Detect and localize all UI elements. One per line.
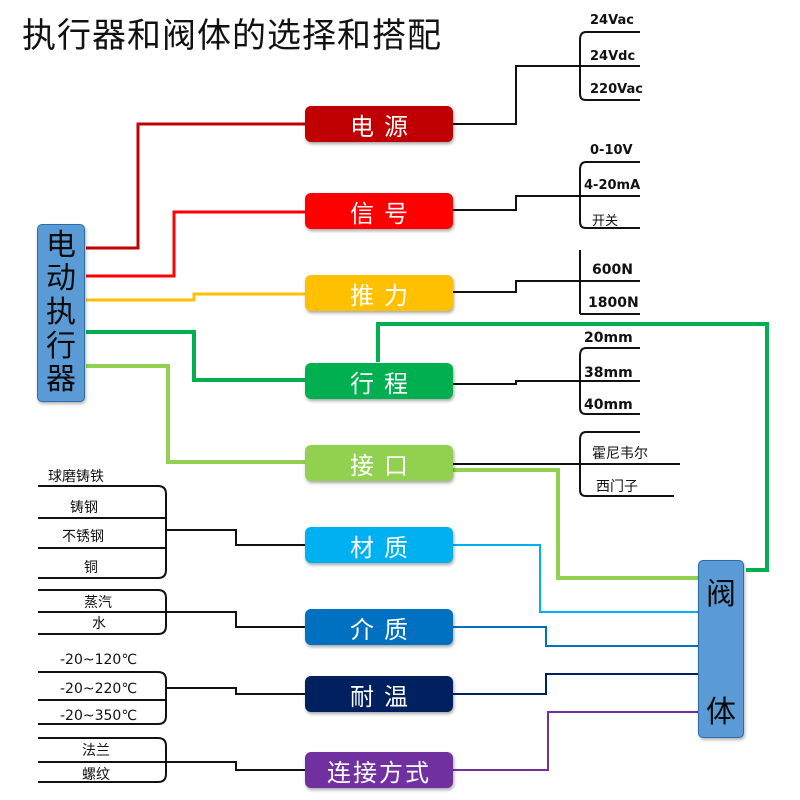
category-thrust: 推力 [305, 275, 453, 311]
bracket-power [452, 65, 580, 125]
bracket-interface-fork [579, 431, 680, 497]
option-stroke: 20mm [584, 330, 633, 346]
bracket-power-fork [579, 31, 640, 101]
wire-material-valve [452, 544, 698, 613]
bracket-medium-fork [38, 589, 167, 635]
wire-medium-valve [452, 626, 698, 647]
option-thrust: 600N [592, 262, 633, 278]
wire-actuator-signal [86, 210, 306, 278]
category-material: 材质 [305, 527, 453, 563]
option-signal: 开关 [592, 214, 619, 229]
wire-interface-valve [452, 468, 698, 580]
wire-actuator-power [86, 122, 306, 250]
option-thrust: 1800N [588, 295, 639, 311]
category-connection: 连接方式 [305, 752, 453, 788]
option-temperature: -20~120℃ [60, 652, 138, 668]
category-medium: 介质 [305, 609, 453, 645]
wire-actuator-stroke [86, 330, 306, 382]
option-medium: 水 [92, 616, 106, 632]
option-temperature: -20~220℃ [60, 681, 138, 697]
wire-connection-valve [452, 711, 698, 771]
option-signal: 4-20mA [584, 178, 641, 193]
option-interface: 霍尼韦尔 [592, 446, 648, 462]
wire-temperature-valve [452, 673, 698, 695]
option-signal: 0-10V [590, 143, 633, 158]
category-temperature: 耐温 [305, 676, 453, 712]
option-connection: 法兰 [82, 743, 110, 759]
valve-box: 阀 体 [698, 560, 744, 738]
option-temperature: -20~350℃ [60, 708, 138, 724]
page-title: 执行器和阀体的选择和搭配 [22, 16, 442, 56]
option-material: 铜 [84, 560, 98, 576]
bracket-signal-fork [579, 161, 640, 229]
bracket-thrust-fork [579, 250, 640, 315]
bracket-connection [166, 761, 306, 771]
category-stroke: 行程 [305, 363, 453, 399]
wire-stroke-valve [376, 322, 769, 572]
valve-char: 体 [706, 695, 736, 730]
valve-char: 阀 [706, 577, 736, 612]
bracket-medium [166, 611, 306, 628]
actuator-char: 行 [46, 328, 76, 364]
actuator-char: 器 [46, 362, 76, 398]
wire-actuator-thrust [86, 292, 306, 302]
bracket-material [166, 529, 306, 546]
option-material: 球磨铸铁 [48, 469, 104, 485]
actuator-char: 电 [46, 227, 76, 263]
option-medium: 蒸汽 [84, 595, 112, 611]
option-interface: 西门子 [596, 479, 638, 495]
bracket-material-fork [38, 485, 167, 579]
option-connection: 螺纹 [82, 767, 110, 783]
wire-actuator-interface [86, 364, 306, 464]
bracket-thrust [452, 280, 580, 293]
category-signal: 信号 [305, 193, 453, 229]
bracket-stroke-fork [579, 347, 640, 415]
option-power: 24Vac [590, 13, 634, 28]
actuator-box: 电 动 执 行 器 [37, 224, 85, 402]
option-stroke: 40mm [584, 397, 633, 413]
bracket-connection-fork [38, 737, 167, 783]
option-material: 不锈钢 [62, 529, 104, 545]
actuator-char: 动 [46, 261, 76, 297]
bracket-temperature [166, 687, 306, 695]
category-interface: 接口 [305, 445, 453, 481]
bracket-temperature-fork [38, 671, 167, 725]
category-power: 电源 [305, 106, 453, 142]
option-material: 铸钢 [70, 500, 98, 516]
option-stroke: 38mm [584, 365, 633, 381]
option-power: 220Vac [590, 82, 643, 97]
actuator-char: 执 [46, 294, 76, 330]
bracket-stroke [452, 380, 580, 385]
option-power: 24Vdc [590, 49, 636, 64]
bracket-signal [452, 195, 580, 211]
